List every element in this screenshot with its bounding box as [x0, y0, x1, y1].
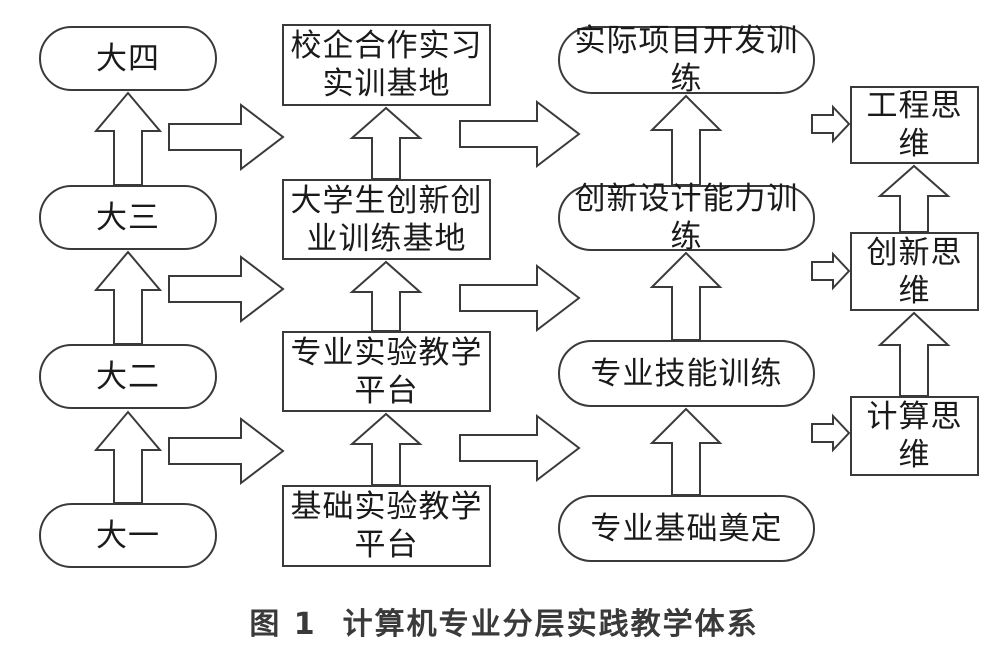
figure-title: 计算机专业分层实践教学体系	[342, 607, 759, 642]
platform-3-line-1: 大学生创新创	[290, 182, 483, 219]
year-4-node: 大四	[39, 26, 217, 91]
platform-2-line-2: 平台	[354, 372, 419, 409]
arrow-platform3-to-platform4	[349, 106, 423, 180]
arrow-computational-to-innovation	[877, 311, 951, 397]
platform-4-line-1: 校企合作实习	[290, 28, 483, 64]
platform-3-node: 大学生创新创 业训练基地	[282, 179, 491, 260]
arrow-training3-to-innovation	[811, 251, 851, 291]
arrow-training2-to-training3	[649, 251, 723, 341]
year-1-node: 大一	[39, 503, 217, 568]
training-2-node: 专业技能训练	[558, 340, 815, 407]
arrow-platform2-to-training2	[459, 413, 581, 483]
arrow-year3-to-year4	[93, 91, 163, 186]
year-3-node: 大三	[39, 185, 217, 250]
platform-2-line-1: 专业实验教学	[290, 334, 483, 371]
arrow-training3-to-training4	[649, 94, 723, 186]
training-1-label: 专业基础奠定	[590, 510, 783, 547]
platform-1-node: 基础实验教学 平台	[282, 485, 491, 567]
training-3-node: 创新设计能力训练	[558, 181, 815, 255]
thinking-innovation-node: 创新思维	[850, 232, 979, 311]
arrow-training2-to-computational	[811, 413, 851, 453]
year-4-label: 大四	[96, 40, 160, 77]
thinking-computational-label: 计算思维	[866, 399, 963, 473]
arrow-platform3-to-training3	[459, 263, 581, 333]
thinking-innovation-label: 创新思维	[866, 234, 963, 309]
thinking-engineering-label: 工程思维	[866, 88, 963, 162]
arrow-year4-to-platform4	[168, 102, 285, 172]
platform-4-line-2: 实训基地	[322, 66, 451, 102]
training-1-node: 专业基础奠定	[558, 495, 815, 562]
figure-caption: 图 1 计算机专业分层实践教学体系	[0, 606, 1008, 644]
arrow-year3-to-platform3	[168, 254, 285, 324]
arrow-innovation-to-engineering	[877, 164, 951, 233]
training-4-node: 实际项目开发训练	[558, 23, 815, 97]
arrow-year1-to-year2	[93, 410, 163, 504]
arrow-year2-to-year3	[93, 250, 163, 345]
platform-2-node: 专业实验教学 平台	[282, 331, 491, 412]
training-4-label: 实际项目开发训练	[574, 23, 799, 97]
year-3-label: 大三	[96, 199, 160, 236]
thinking-computational-node: 计算思维	[850, 396, 979, 476]
training-2-label: 专业技能训练	[590, 355, 783, 392]
arrow-training4-to-engineering	[811, 104, 851, 144]
arrow-platform1-to-platform2	[349, 412, 423, 486]
thinking-engineering-node: 工程思维	[850, 86, 979, 164]
platform-1-line-2: 平台	[354, 527, 419, 563]
training-3-label: 创新设计能力训练	[574, 181, 799, 255]
platform-1-line-1: 基础实验教学	[290, 489, 483, 525]
platform-4-node: 校企合作实习 实训基地	[282, 24, 491, 106]
arrow-platform4-to-training4	[459, 99, 581, 169]
year-2-node: 大二	[39, 344, 217, 409]
arrow-year2-to-platform2	[168, 416, 285, 486]
year-1-label: 大一	[96, 517, 160, 554]
figure-number: 图 1	[249, 607, 317, 642]
arrow-platform2-to-platform3	[349, 260, 423, 332]
arrow-training1-to-training2	[649, 407, 723, 496]
platform-3-line-2: 业训练基地	[306, 220, 467, 257]
year-2-label: 大二	[96, 358, 160, 395]
